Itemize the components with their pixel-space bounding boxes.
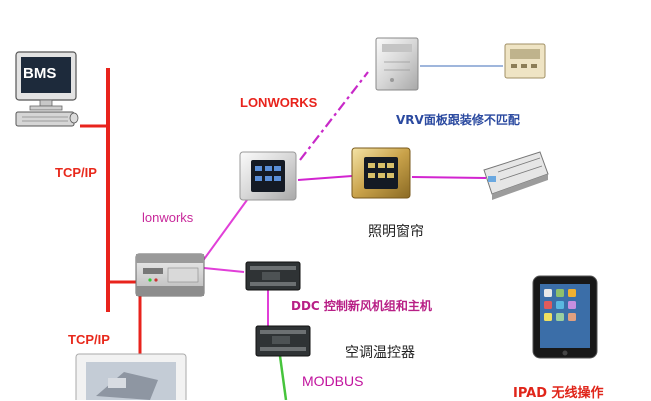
tcpip-bottom-label: TCP/IP [68,332,110,347]
ddc-controller [245,261,301,291]
ipad-label: IPAD 无线操作 [513,386,604,401]
lonworks-dashed-link [299,71,369,161]
modbus-link [278,355,288,400]
gold-smart-panel [351,147,411,199]
tcpip-top-label: TCP/IP [55,165,97,180]
thermostat-controller [255,325,311,357]
thermostat-label: 空调温控器 [345,345,415,361]
lon-link-controller-ddc1 [203,267,245,273]
vrv-thermostat [504,43,546,79]
vrv-label: VRV面板跟装修不匹配 [396,113,520,127]
connection-lines [80,65,503,400]
ipad [532,275,598,359]
io-module [483,151,549,200]
bms-label: BMS [23,65,57,82]
bms-computer [15,51,79,127]
ddc-label: DDC 控制新风机组和主机 [291,299,432,313]
lon-link-gold-module [411,176,487,179]
lonworks-controller [135,253,205,297]
touch-panel [75,353,187,400]
lonworks-title-label: LONWORKS [240,95,318,110]
silver-smart-panel [239,151,297,201]
lon-link-controller-panel [201,199,248,263]
modbus-label: MODBUS [302,373,364,389]
lonworks-link-label: lonworks [142,210,194,225]
lighting-label: 照明窗帘 [368,224,424,240]
lon-link-panel-gold [297,175,353,181]
vrv-gateway [375,37,419,91]
